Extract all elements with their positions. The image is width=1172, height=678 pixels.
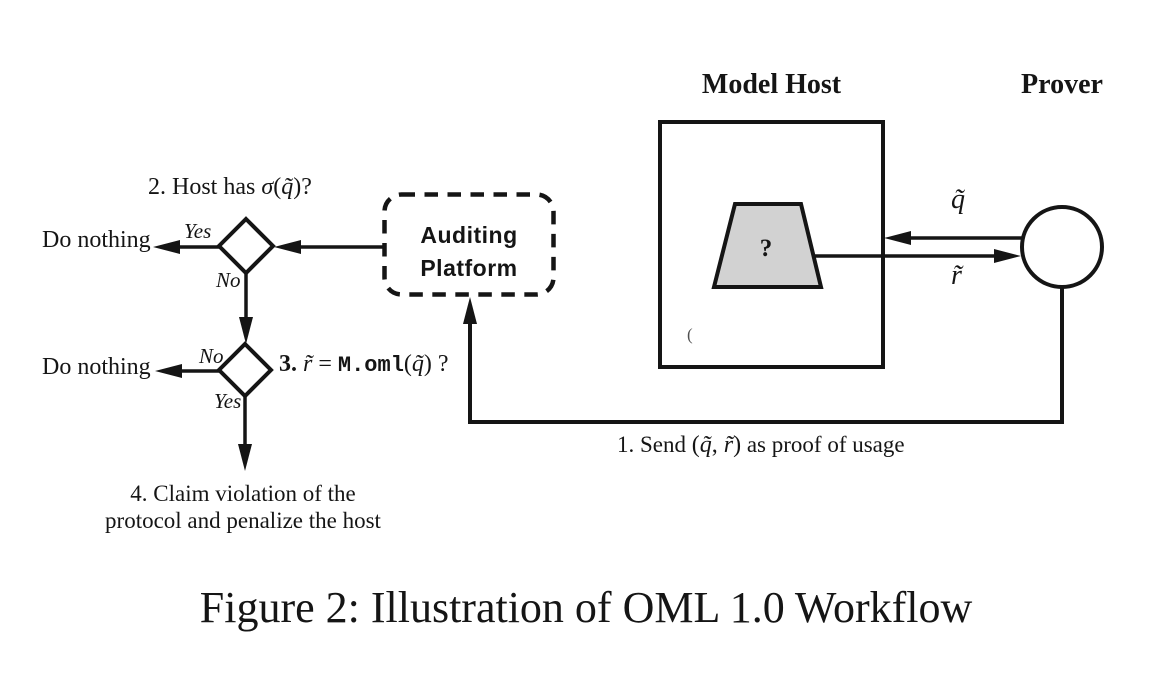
- step3-label: 3. r̃ = M.oml(q̃) ?: [279, 352, 449, 377]
- step1-q-tilde: q̃: [699, 432, 712, 458]
- step2-prefix: 2. Host has: [148, 174, 262, 200]
- do-nothing-label-top: Do nothing: [42, 227, 151, 253]
- query-arrowhead: [884, 231, 911, 245]
- proof-arrowhead: [463, 297, 477, 324]
- auditing-platform-label: Auditing Platform: [384, 219, 554, 285]
- auditing-platform-label-line2: Platform: [420, 255, 518, 281]
- decision2-no-label: No: [199, 344, 224, 368]
- step3-close-paren: ): [423, 351, 432, 377]
- step2-label: 2. Host has σ(q̃)?: [148, 175, 312, 199]
- decision2-no-arrowhead: [155, 364, 182, 378]
- step1-r-tilde: r̃: [723, 432, 734, 458]
- step1-suffix: as proof of usage: [741, 432, 905, 457]
- model-symbol: ?: [759, 235, 773, 262]
- auditing-platform-label-line1: Auditing: [420, 222, 518, 248]
- step1-open-paren: (: [691, 432, 700, 458]
- step3-q-tilde: q̃: [411, 351, 424, 377]
- response-arrowhead: [994, 249, 1021, 263]
- auditing-platform-box: [382, 192, 556, 297]
- step2-open-paren: (: [273, 174, 282, 200]
- step4-line2: protocol and penalize the host: [105, 508, 381, 533]
- decision2-yes-label: Yes: [214, 389, 242, 413]
- decision2-yes-arrowhead: [238, 444, 252, 471]
- step1-label: 1. Send (q̃, r̃) as proof of usage: [617, 433, 905, 457]
- step3-number: 3.: [279, 351, 297, 377]
- stray-mark: (: [687, 325, 693, 344]
- step3-code: M.oml: [337, 353, 404, 378]
- step3-r-tilde: r̃: [297, 351, 313, 377]
- model-host-label: Model Host: [701, 69, 842, 100]
- step2-q-tilde: q̃: [281, 174, 294, 200]
- response-message-label: r̃: [951, 260, 962, 291]
- query-message-label: q̃: [951, 184, 965, 215]
- step3-equals: =: [312, 351, 338, 377]
- proof-path-line: [468, 288, 1064, 424]
- step1-prefix: 1. Send: [617, 432, 692, 457]
- decision-diamond-1: [216, 216, 276, 276]
- step2-close-paren: ): [293, 174, 302, 200]
- step1-comma: ,: [711, 432, 724, 458]
- audit-request-arrowhead: [274, 240, 301, 254]
- step4-label: 4. Claim violation of the protocol and p…: [94, 480, 392, 534]
- step3-open-paren: (: [403, 351, 412, 377]
- step3-question-mark: ?: [431, 351, 449, 377]
- decision1-no-label: No: [216, 268, 241, 292]
- decision1-yes-label: Yes: [184, 219, 212, 243]
- model-trapezoid: [711, 202, 824, 289]
- decision-diamond-2: [216, 341, 274, 399]
- step2-question-mark: ?: [301, 174, 312, 200]
- prover-circle: [1020, 205, 1104, 289]
- do-nothing-label-bottom: Do nothing: [42, 354, 151, 380]
- decision1-yes-arrowhead: [153, 240, 180, 254]
- step4-line1: 4. Claim violation of the: [130, 481, 356, 506]
- decision1-no-arrowhead: [239, 317, 253, 344]
- step2-sigma: σ: [261, 174, 274, 200]
- figure-caption: Figure 2: Illustration of OML 1.0 Workfl…: [199, 583, 973, 632]
- step1-close-paren: ): [733, 432, 742, 458]
- prover-label: Prover: [1021, 69, 1103, 100]
